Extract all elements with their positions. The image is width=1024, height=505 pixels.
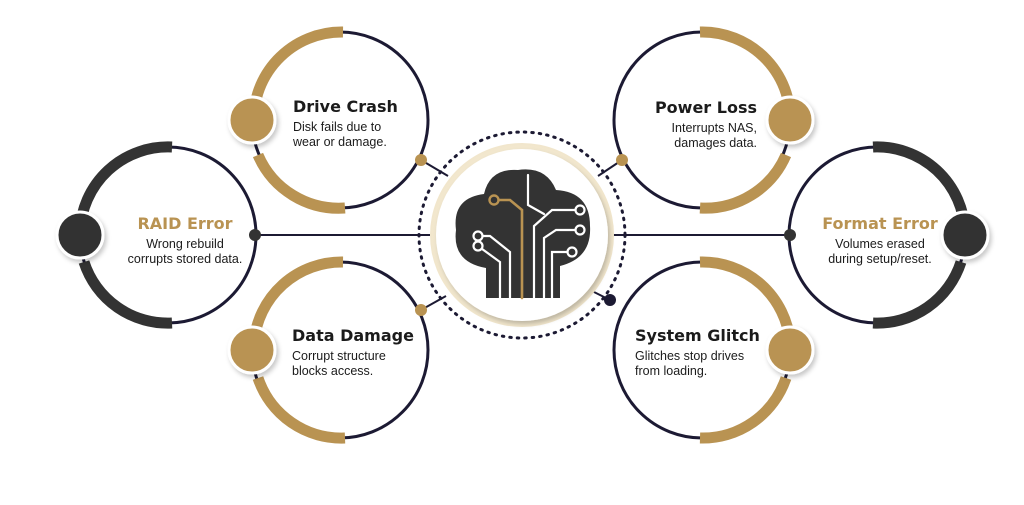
format-error-dot	[940, 210, 990, 260]
drive-crash-dot	[227, 95, 277, 145]
data-damage-desc-line1: Corrupt structure	[292, 348, 386, 363]
data-damage-dot	[227, 325, 277, 375]
node-data-damage: Data Damage Corrupt structure blocks acc…	[292, 326, 414, 378]
system-glitch-title: System Glitch	[635, 326, 760, 345]
power-loss-desc-line2: damages data.	[674, 135, 757, 150]
node-drive-crash: Drive Crash Disk fails due to wear or da…	[293, 97, 398, 149]
drive-crash-connector-dot	[415, 154, 427, 166]
node-format-error: Format Error Volumes erased during setup…	[805, 214, 955, 266]
power-loss-desc-line1: Interrupts NAS,	[671, 120, 757, 135]
format-error-desc-line2: during setup/reset.	[828, 251, 932, 266]
data-damage-desc-line2: blocks access.	[292, 363, 374, 378]
node-system-glitch: System Glitch Glitches stop drives from …	[635, 326, 760, 378]
raid-error-dot	[55, 210, 105, 260]
format-error-desc-line1: Volumes erased	[835, 236, 925, 251]
format-error-connector-dot	[784, 229, 796, 241]
system-glitch-connector-dot	[604, 294, 616, 306]
ring-format-error	[784, 141, 990, 329]
drive-crash-title: Drive Crash	[293, 97, 398, 116]
raid-error-title: RAID Error	[137, 214, 233, 233]
drive-crash-desc-line2: wear or damage.	[293, 134, 387, 149]
system-glitch-dot	[765, 325, 815, 375]
system-glitch-desc-line2: from loading.	[635, 363, 708, 378]
raid-error-connector-dot	[249, 229, 261, 241]
ring-drive-crash	[227, 26, 430, 214]
power-loss-connector-dot	[616, 154, 628, 166]
ring-data-damage	[227, 256, 430, 444]
ring-raid-error	[55, 141, 261, 329]
system-glitch-desc-line1: Glitches stop drives	[635, 348, 745, 363]
brain-circuit-icon	[455, 169, 591, 300]
raid-error-desc-line2: corrupts stored data.	[127, 251, 243, 266]
ring-power-loss	[612, 26, 815, 214]
data-damage-title: Data Damage	[292, 326, 414, 345]
power-loss-dot	[765, 95, 815, 145]
ring-system-glitch	[604, 256, 815, 444]
node-power-loss: Power Loss Interrupts NAS, damages data.	[620, 98, 757, 150]
node-raid-error: RAID Error Wrong rebuild corrupts stored…	[110, 214, 260, 266]
drive-crash-desc-line1: Disk fails due to	[293, 119, 382, 134]
format-error-title: Format Error	[822, 214, 938, 233]
data-damage-connector-dot	[415, 304, 427, 316]
power-loss-title: Power Loss	[654, 98, 757, 117]
raid-error-desc-line1: Wrong rebuild	[146, 236, 224, 251]
